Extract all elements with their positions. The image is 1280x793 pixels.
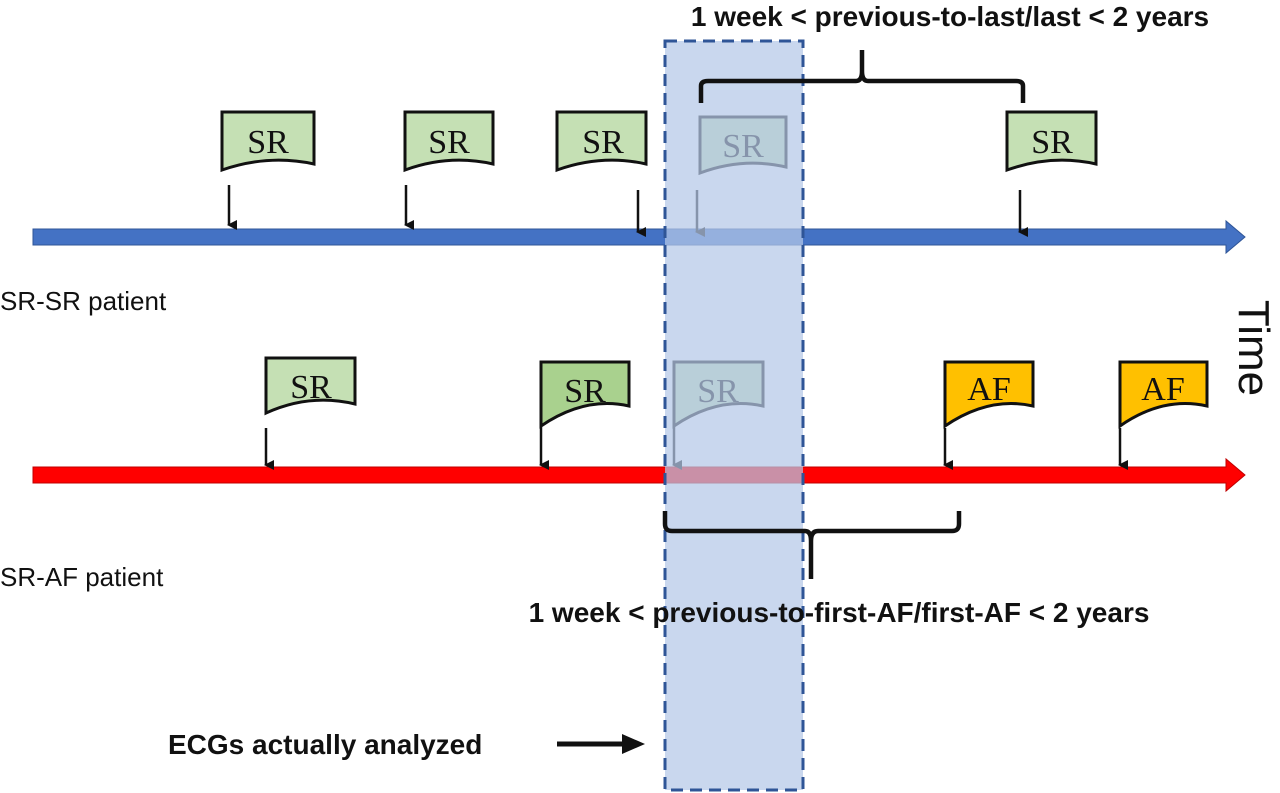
- analyzed-legend-label: ECGs actually analyzed: [168, 729, 482, 760]
- ecg-label: SR: [428, 124, 470, 161]
- sr-sr-interval-label: 1 week < previous-to-last/last < 2 years: [691, 1, 1209, 32]
- sr-af-interval-bracket: [662, 511, 962, 579]
- time-axis-label: Time: [1229, 300, 1278, 396]
- sr-af-patient-label: SR-AF patient: [0, 562, 164, 592]
- ecg-label: SR: [1031, 124, 1073, 161]
- sr-af-interval-label: 1 week < previous-to-first-AF/first-AF <…: [529, 597, 1150, 628]
- sr-sr-timeline-arrow: [32, 219, 1246, 255]
- sr-sr-ecg-5: SR: [1005, 110, 1098, 237]
- analyzed-highlight-band: [663, 39, 805, 792]
- sr-af-ecg-5: AF: [1118, 360, 1209, 470]
- ecg-label: SR: [290, 369, 332, 406]
- sr-af-ecg-1: SR: [264, 356, 357, 470]
- analyzed-legend-arrow: [557, 734, 645, 754]
- sr-af-ecg-4: AF: [943, 360, 1035, 470]
- sr-sr-ecg-1: SR: [220, 110, 316, 230]
- ecg-label: AF: [1141, 371, 1184, 408]
- sr-sr-ecg-2: SR: [403, 110, 495, 230]
- sr-af-ecg-2: SR: [539, 360, 631, 470]
- sr-sr-interval-bracket: [698, 50, 1026, 103]
- ecg-label: SR: [564, 373, 606, 410]
- sr-sr-patient-label: SR-SR patient: [0, 286, 167, 316]
- ecg-label: SR: [247, 124, 289, 161]
- sr-sr-ecg-3: SR: [555, 110, 648, 237]
- sr-af-timeline-arrow: [32, 457, 1246, 493]
- ecg-label: SR: [582, 124, 624, 161]
- ecg-label: AF: [967, 371, 1010, 408]
